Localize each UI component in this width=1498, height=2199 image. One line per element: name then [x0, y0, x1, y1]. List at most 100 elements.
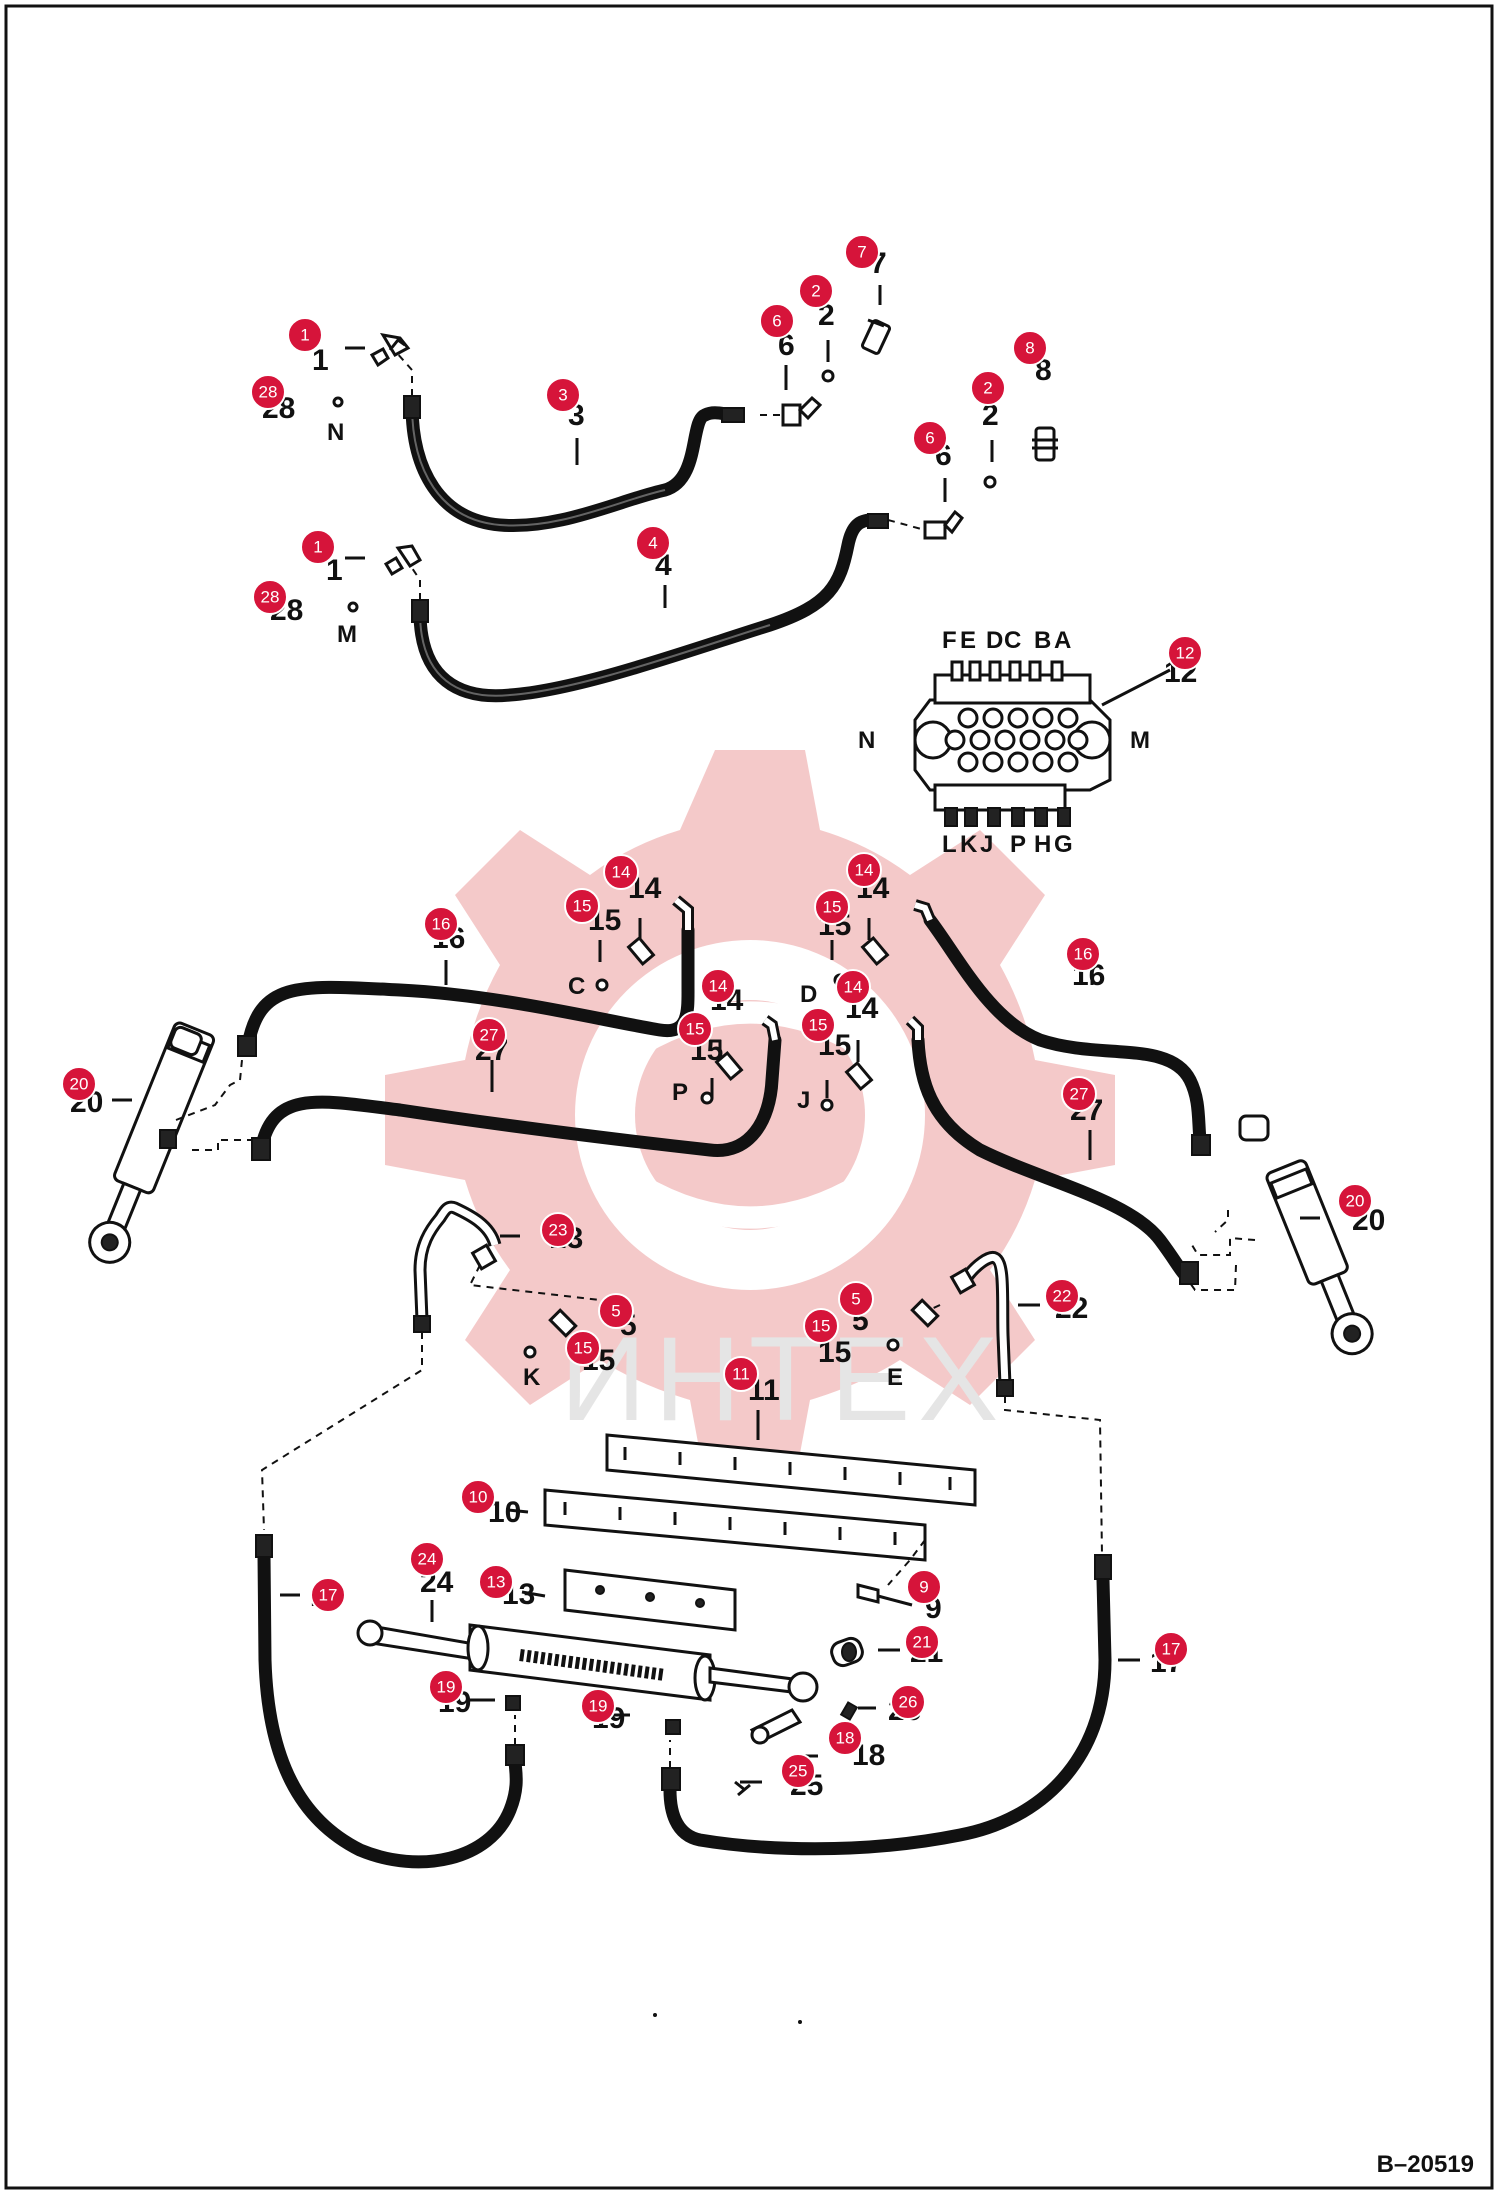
callout-15-b[interactable]: 15 — [677, 1011, 713, 1047]
svg-text:15: 15 — [686, 1020, 705, 1039]
port-label-m: M — [337, 621, 357, 648]
callout-27-left[interactable]: 27 — [471, 1017, 507, 1053]
cylinder-20-left — [88, 1021, 263, 1264]
svg-text:1: 1 — [300, 326, 309, 345]
callout-23[interactable]: 23 — [540, 1212, 576, 1248]
valve-bottom-port-g: G — [1054, 831, 1073, 858]
callout-18[interactable]: 18 — [827, 1720, 863, 1756]
callout-16-left[interactable]: 16 — [423, 906, 459, 942]
callout-4[interactable]: 4 — [635, 525, 671, 561]
svg-text:19: 19 — [589, 1697, 608, 1716]
valve-top-port-f: F — [942, 627, 957, 654]
svg-text:5: 5 — [851, 1290, 860, 1309]
callout-12[interactable]: 12 — [1167, 635, 1203, 671]
callout-27-right[interactable]: 27 — [1061, 1076, 1097, 1112]
svg-text:1: 1 — [313, 538, 322, 557]
svg-text:11: 11 — [732, 1365, 750, 1384]
hose-27-left — [251, 1015, 782, 1161]
steering-cylinder-24 — [356, 1583, 913, 1797]
cylinder-20-right — [1187, 1114, 1374, 1356]
callout-15-a[interactable]: 15 — [564, 888, 600, 924]
svg-text:14: 14 — [844, 978, 863, 997]
callout-15-f[interactable]: 15 — [803, 1308, 839, 1344]
callout-19-left[interactable]: 19 — [428, 1669, 464, 1705]
valve-bottom-port-p: P — [1010, 831, 1026, 858]
callout-6-mid[interactable]: 6 — [912, 420, 948, 456]
callout-14-b[interactable]: 14 — [700, 968, 736, 1004]
callout-24[interactable]: 24 — [409, 1541, 445, 1577]
svg-text:27: 27 — [1070, 1085, 1089, 1104]
svg-text:10: 10 — [469, 1488, 488, 1507]
svg-text:15: 15 — [573, 897, 592, 916]
port-label-n: N — [327, 419, 344, 446]
callout-9[interactable]: 9 — [906, 1569, 942, 1605]
callout-13[interactable]: 13 — [478, 1564, 514, 1600]
port-label-p: P — [672, 1079, 688, 1106]
callout-19-right[interactable]: 19 — [580, 1688, 616, 1724]
callout-15-d[interactable]: 15 — [800, 1007, 836, 1043]
svg-text:16: 16 — [1074, 945, 1093, 964]
callout-5-left[interactable]: 5 — [598, 1293, 634, 1329]
callout-28-mid[interactable]: 28 — [252, 579, 288, 615]
callout-1-top[interactable]: 1 — [287, 317, 323, 353]
callout-7[interactable]: 7 — [844, 234, 880, 270]
callout-2-mid[interactable]: 2 — [970, 370, 1006, 406]
svg-text:15: 15 — [823, 898, 842, 917]
valve-left-port-label: N — [858, 727, 875, 754]
printed-number: 1 — [326, 554, 343, 587]
hose-17-left — [255, 1332, 525, 1869]
valve-bottom-port-l: L — [942, 831, 957, 858]
callout-3[interactable]: 3 — [545, 377, 581, 413]
callout-22[interactable]: 22 — [1044, 1278, 1080, 1314]
callout-14-a[interactable]: 14 — [603, 854, 639, 890]
callout-16-right[interactable]: 16 — [1065, 936, 1101, 972]
svg-text:16: 16 — [432, 915, 451, 934]
svg-text:28: 28 — [261, 588, 280, 607]
callout-2-top[interactable]: 2 — [798, 273, 834, 309]
svg-text:17: 17 — [319, 1586, 338, 1605]
callout-1-mid[interactable]: 1 — [300, 529, 336, 565]
callout-10[interactable]: 10 — [460, 1479, 496, 1515]
svg-text:28: 28 — [259, 383, 278, 402]
svg-text:15: 15 — [574, 1339, 593, 1358]
valve-top-port-a: A — [1054, 627, 1071, 654]
callout-8[interactable]: 8 — [1012, 330, 1048, 366]
svg-text:6: 6 — [925, 429, 934, 448]
callout-11[interactable]: 11 — [723, 1356, 759, 1392]
svg-text:23: 23 — [549, 1221, 568, 1240]
callout-26[interactable]: 26 — [890, 1684, 926, 1720]
drawing-border — [4, 4, 1494, 2190]
svg-text:7: 7 — [857, 243, 866, 262]
svg-text:18: 18 — [836, 1729, 855, 1748]
callout-17-right[interactable]: 17 — [1153, 1631, 1189, 1667]
svg-text:13: 13 — [487, 1573, 506, 1592]
svg-text:25: 25 — [789, 1762, 808, 1781]
hose-27-right — [820, 1015, 1199, 1285]
callout-20-right[interactable]: 20 — [1337, 1183, 1373, 1219]
valve-bottom-port-j: J — [980, 831, 993, 858]
callout-15-e[interactable]: 15 — [565, 1330, 601, 1366]
stray-mark — [798, 2020, 802, 2024]
svg-text:27: 27 — [480, 1026, 499, 1045]
callout-20-left[interactable]: 20 — [61, 1066, 97, 1102]
callout-28-top[interactable]: 28 — [250, 374, 286, 410]
callout-14-d[interactable]: 14 — [835, 969, 871, 1005]
callout-21[interactable]: 21 — [904, 1624, 940, 1660]
svg-text:20: 20 — [70, 1075, 89, 1094]
port-label-j: J — [797, 1087, 810, 1114]
callout-15-c[interactable]: 15 — [814, 889, 850, 925]
guard-plate-10 — [543, 1488, 927, 1586]
callout-14-c[interactable]: 14 — [846, 852, 882, 888]
callout-17-left[interactable]: 17 — [310, 1577, 346, 1613]
tube-22 — [886, 1251, 1014, 1397]
svg-text:5: 5 — [611, 1302, 620, 1321]
svg-text:9: 9 — [919, 1578, 928, 1597]
callout-6-top[interactable]: 6 — [759, 303, 795, 339]
hose-17-right — [661, 1396, 1112, 1856]
hose-assembly-4 — [347, 426, 1058, 703]
callout-25[interactable]: 25 — [780, 1753, 816, 1789]
callout-5-right[interactable]: 5 — [838, 1281, 874, 1317]
svg-text:3: 3 — [558, 386, 567, 405]
